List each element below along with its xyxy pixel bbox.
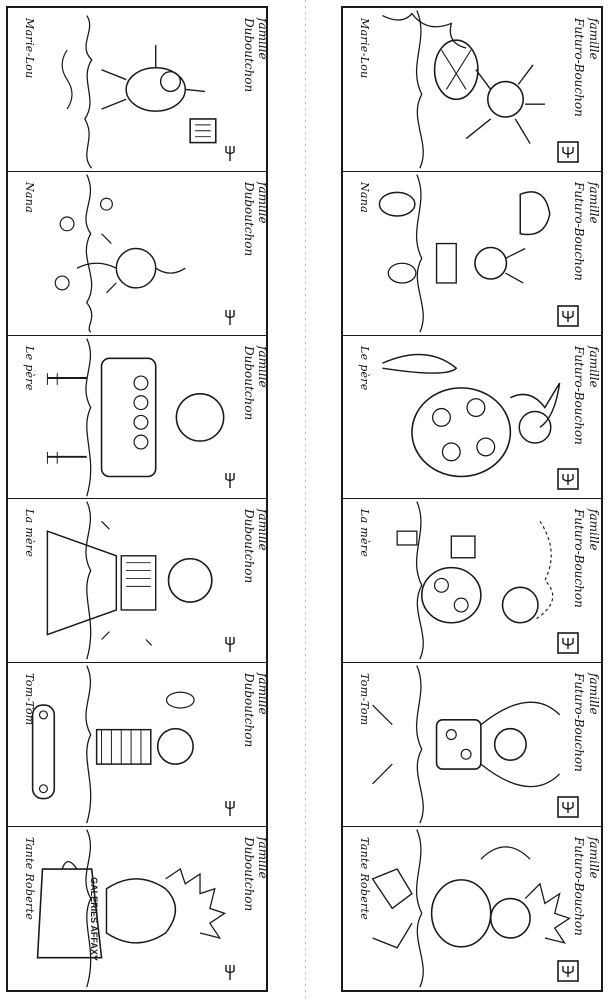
- card-marie-lou-duboutchon[interactable]: Marie-Lou famille Duboutchon: [8, 8, 266, 172]
- illustration-tante-roberte-futuro-bouchon: [371, 829, 571, 988]
- card-nana-duboutchon[interactable]: Nana famille Duboutchon: [8, 172, 266, 336]
- family-word: famille: [256, 673, 266, 715]
- illustration-tom-tom-duboutchon: [31, 665, 195, 824]
- fork-icon: [225, 637, 235, 653]
- illustration-la-mere-duboutchon: [46, 501, 213, 660]
- character-name: Marie-Lou: [358, 18, 371, 79]
- family-word: famille: [587, 18, 601, 60]
- illustration-nana-duboutchon: [54, 174, 186, 333]
- card-tante-roberte-futuro-bouchon[interactable]: Tante Roberte famille Futuro-Bouchon: [343, 827, 601, 990]
- illustration-tom-tom-futuro-bouchon: [372, 665, 561, 824]
- family-word: famille: [587, 673, 601, 715]
- shopping-bag-text: GALERIES AFFAXY: [89, 877, 99, 961]
- card-sheet-duboutchon: Marie-Lou famille Duboutchon Nana famill…: [6, 6, 268, 992]
- character-name: Tante Roberte: [358, 837, 371, 921]
- family-word: famille: [256, 181, 266, 224]
- illustration-le-pere-futuro-bouchon: [382, 353, 561, 477]
- trident-emblem-icon: [557, 141, 579, 163]
- family-name: Futuro-Bouchon: [572, 345, 586, 445]
- family-name: Futuro-Bouchon: [572, 18, 586, 117]
- fork-icon: [225, 473, 235, 489]
- family-name: Futuro-Bouchon: [572, 837, 586, 936]
- family-name: Duboutchon: [242, 181, 256, 257]
- family-word: famille: [256, 18, 266, 60]
- family-word: famille: [587, 509, 601, 552]
- family-name: Futuro-Bouchon: [572, 181, 586, 281]
- fork-icon: [225, 309, 235, 325]
- trident-emblem-icon: [557, 796, 579, 818]
- fork-icon: [225, 145, 235, 161]
- card-la-mere-futuro-bouchon[interactable]: La mère famille Futuro-Bouchon: [343, 499, 601, 664]
- family-name: Duboutchon: [242, 18, 256, 93]
- character-name: Tom-Tom: [358, 673, 371, 726]
- card-la-mere-duboutchon[interactable]: La mère famille Duboutchon: [8, 499, 266, 664]
- character-name: Nana: [358, 181, 371, 213]
- card-le-pere-futuro-bouchon[interactable]: Le père famille Futuro-Bouchon: [343, 336, 601, 500]
- character-name: Nana: [23, 181, 36, 213]
- family-word: famille: [587, 837, 601, 879]
- illustration-marie-lou-duboutchon: [61, 15, 217, 169]
- family-name: Duboutchon: [242, 673, 256, 748]
- character-name: Tante Roberte: [23, 837, 36, 921]
- card-le-pere-duboutchon[interactable]: Le père famille Duboutchon: [8, 336, 266, 500]
- family-word: famille: [256, 345, 266, 388]
- trident-emblem-icon: [557, 960, 579, 982]
- family-name: Duboutchon: [242, 345, 256, 420]
- family-word: famille: [587, 345, 601, 388]
- fold-line: [305, 0, 306, 1000]
- family-name: Duboutchon: [242, 837, 256, 912]
- card-tom-tom-duboutchon[interactable]: Tom-Tom famille Duboutchon: [8, 663, 266, 828]
- family-name: Futuro-Bouchon: [572, 673, 586, 773]
- card-marie-lou-futuro-bouchon[interactable]: Marie-Lou famille Futuro-Bouchon: [343, 8, 601, 172]
- illustration-nana-futuro-bouchon: [378, 174, 551, 333]
- character-name: La mère: [358, 509, 371, 558]
- card-tante-roberte-duboutchon[interactable]: GALERIES AFFAXY Tante Roberte famille Du…: [8, 827, 266, 990]
- character-name: Tom-Tom: [23, 673, 36, 726]
- family-word: famille: [256, 509, 266, 552]
- trident-emblem-icon: [557, 632, 579, 655]
- family-name: Futuro-Bouchon: [572, 509, 586, 609]
- card-sheet-futuro-bouchon: Marie-Lou famille Futuro-Bouchon Nana fa…: [341, 6, 603, 992]
- card-tom-tom-futuro-bouchon[interactable]: Tom-Tom famille Futuro-Bouchon: [343, 663, 601, 828]
- trident-emblem-icon: [557, 304, 579, 327]
- family-word: famille: [587, 181, 601, 224]
- character-name: Le père: [358, 345, 371, 391]
- illustration-tante-roberte-duboutchon: [36, 829, 227, 988]
- shopping-bag-label: GALERIES AFFAXY: [89, 877, 99, 961]
- character-name: La mère: [23, 509, 36, 558]
- illustration-marie-lou-futuro-bouchon: [382, 10, 545, 169]
- family-name: Duboutchon: [242, 509, 256, 584]
- card-nana-futuro-bouchon[interactable]: Nana famille Futuro-Bouchon: [343, 172, 601, 336]
- fork-icon: [225, 801, 235, 817]
- illustration-le-pere-duboutchon: [46, 338, 225, 497]
- fork-icon: [225, 964, 235, 980]
- character-name: Marie-Lou: [23, 18, 36, 79]
- family-word: famille: [256, 837, 266, 879]
- character-name: Le père: [23, 345, 36, 391]
- illustration-la-mere-futuro-bouchon: [396, 501, 554, 660]
- trident-emblem-icon: [557, 468, 579, 491]
